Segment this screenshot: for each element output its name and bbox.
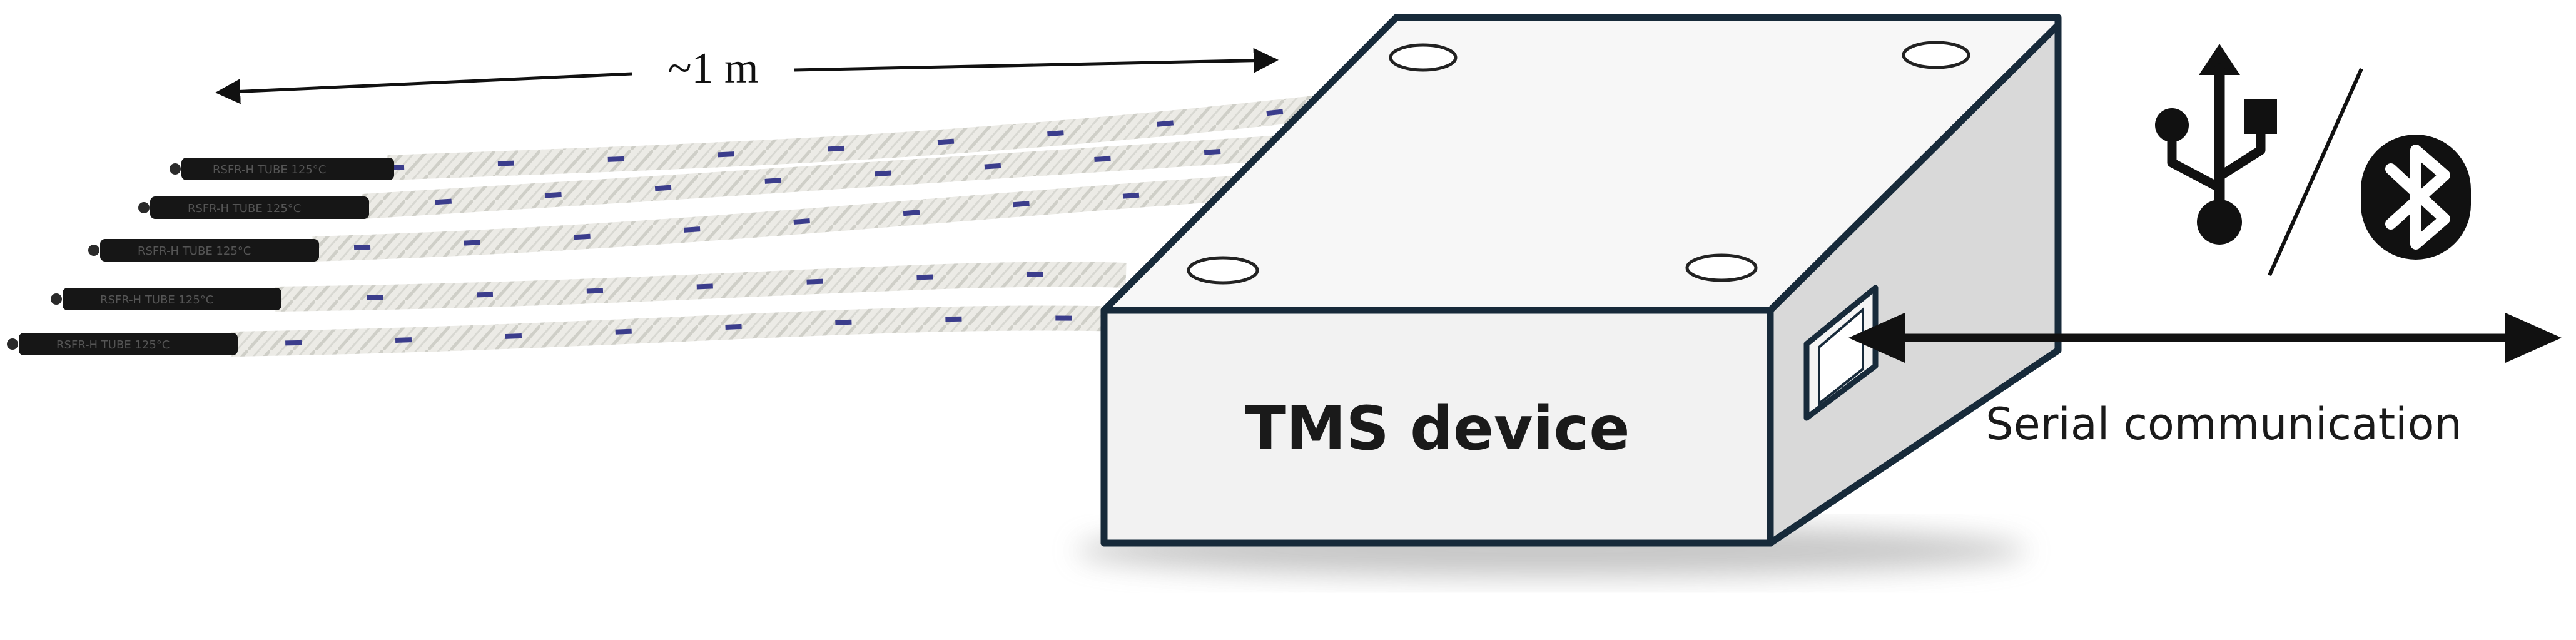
probe-3-sleeve-label: RSFR-H TUBE 125°C (138, 245, 251, 258)
probe-1-tip (170, 163, 181, 175)
probe-4-marks (275, 272, 1127, 302)
serial-link: Serial communication (1848, 313, 2562, 450)
probe-1: RSFR-H TUBE 125°C (170, 95, 1322, 180)
tms-device: TMS device (1076, 14, 2062, 577)
probe-1-sleeve (181, 158, 394, 180)
serial-arrowhead-left (1848, 313, 1905, 363)
probe-5-tip (7, 338, 18, 350)
length-arrow-left (215, 72, 632, 104)
length-arrow-right (794, 48, 1279, 73)
probe-1-cable (387, 95, 1322, 180)
probe-bundle: RSFR-H TUBE 125°C RSFR-H TUBE 125°C RSFR… (7, 95, 1322, 357)
probe-2-tip (138, 202, 150, 213)
probe-5: RSFR-H TUBE 125°C (7, 305, 1127, 357)
length-indicator: ~1 m (215, 44, 1279, 104)
screw-hole-back-right (1902, 41, 1970, 69)
serial-label: Serial communication (1985, 399, 2462, 450)
probe-3-tip (88, 245, 99, 256)
device-label: TMS device (1245, 394, 1630, 464)
probe-5-cable (231, 305, 1127, 357)
probe-4-sleeve-label: RSFR-H TUBE 125°C (100, 293, 213, 307)
probe-4: RSFR-H TUBE 125°C (51, 262, 1127, 312)
probe-5-marks (231, 315, 1127, 347)
probe-4-tip (51, 293, 62, 305)
screw-hole-back-left (1389, 43, 1458, 72)
probe-5-sleeve-label: RSFR-H TUBE 125°C (56, 338, 170, 352)
probe-2: RSFR-H TUBE 125°C (138, 133, 1321, 219)
serial-arrowhead-right (2505, 313, 2562, 363)
length-label: ~1 m (668, 44, 759, 93)
probe-2-sleeve-label: RSFR-H TUBE 125°C (188, 202, 301, 215)
probe-1-sleeve-label: RSFR-H TUBE 125°C (213, 163, 326, 176)
probe-3-marks (312, 180, 1321, 251)
probe-2-cable (362, 133, 1321, 219)
usb-port-inner (1818, 307, 1864, 407)
probe-5-sleeve (19, 333, 238, 355)
icon-separator (2268, 68, 2363, 277)
probe-4-sleeve (63, 288, 281, 310)
probe-2-sleeve (150, 196, 369, 219)
bluetooth-icon (2361, 135, 2471, 260)
usb-icon (2155, 44, 2277, 245)
screw-hole-front-left (1187, 256, 1259, 285)
probe-3-sleeve (100, 239, 319, 262)
device-front-face (1100, 307, 1774, 547)
screw-hole-front-right (1685, 253, 1758, 282)
probe-3: RSFR-H TUBE 125°C (88, 170, 1321, 262)
